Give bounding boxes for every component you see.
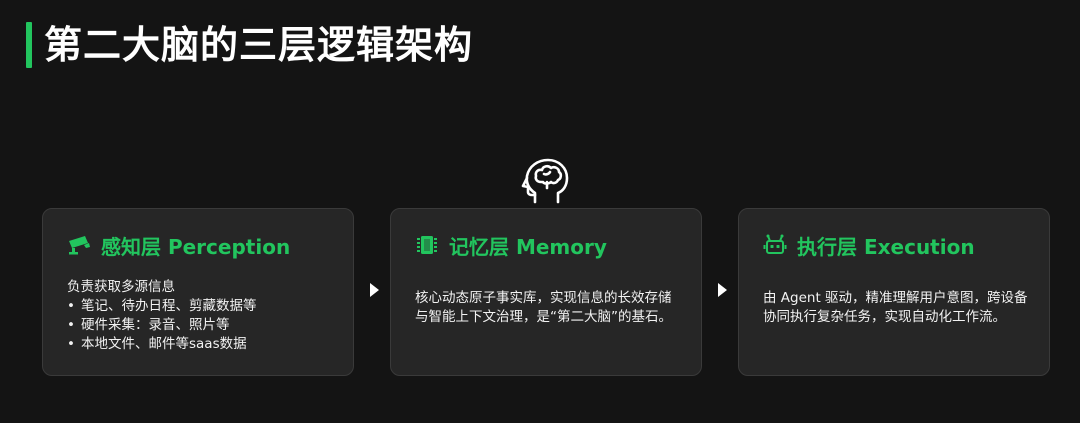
page-title: 第二大脑的三层逻辑架构 (44, 23, 474, 67)
list-item: 硬件采集：录音、照片等 (67, 316, 335, 335)
card-perception: 感知层 Perception 负责获取多源信息 笔记、待办日程、剪藏数据等 硬件… (42, 208, 354, 376)
card-body: 负责获取多源信息 笔记、待办日程、剪藏数据等 硬件采集：录音、照片等 本地文件、… (67, 278, 335, 354)
title-accent-bar (26, 22, 32, 68)
chip-icon (417, 236, 437, 254)
card-title: 执行层 Execution (797, 234, 975, 259)
robot-icon (763, 234, 787, 254)
arrow-right-icon (370, 283, 379, 297)
card-header: 感知层 Perception (67, 231, 290, 259)
card-title: 感知层 Perception (101, 234, 291, 259)
brain-head-icon (521, 158, 569, 204)
list-item: 本地文件、邮件等saas数据 (67, 335, 335, 354)
list-item: 笔记、待办日程、剪藏数据等 (67, 297, 335, 316)
card-intro: 负责获取多源信息 (67, 279, 175, 295)
card-header: 执行层 Execution (763, 231, 975, 259)
arrow-right-icon (718, 283, 727, 297)
camera-icon (69, 236, 90, 255)
card-execution: 执行层 Execution 由 Agent 驱动，精准理解用户意图，跨设备协同执… (738, 208, 1050, 376)
card-memory: 记忆层 Memory 核心动态原子事实库，实现信息的长效存储与智能上下文治理，是… (390, 208, 702, 376)
card-title: 记忆层 Memory (449, 234, 607, 259)
card-header: 记忆层 Memory (415, 231, 607, 259)
card-text: 由 Agent 驱动，精准理解用户意图，跨设备协同执行复杂任务，实现自动化工作流… (763, 290, 1028, 325)
card-text: 核心动态原子事实库，实现信息的长效存储与智能上下文治理，是“第二大脑”的基石。 (415, 290, 672, 325)
bullet-list: 笔记、待办日程、剪藏数据等 硬件采集：录音、照片等 本地文件、邮件等saas数据 (67, 297, 335, 354)
